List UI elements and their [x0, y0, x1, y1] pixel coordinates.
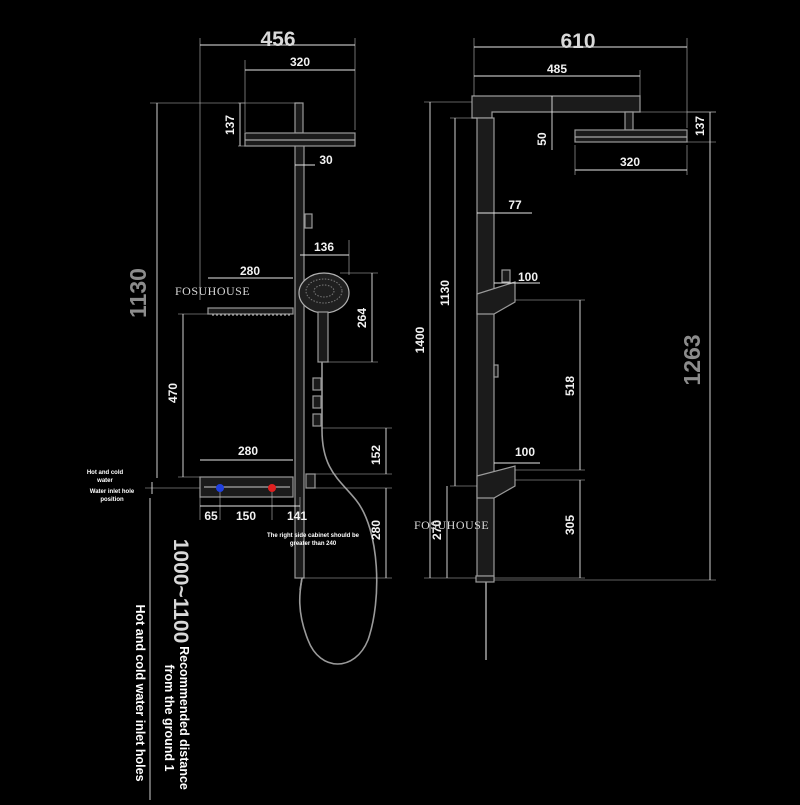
side-column	[476, 117, 495, 577]
side-dimensions: 610 485 137 50 320 77 100 1130 1400	[413, 30, 716, 581]
dim-side-305: 305	[563, 515, 577, 535]
dim-side-485: 485	[547, 62, 567, 76]
dim-front-152: 152	[369, 445, 383, 465]
dim-side-1400: 1400	[413, 326, 427, 353]
dim-front-1130: 1130	[125, 268, 151, 318]
dim-side-77: 77	[508, 198, 522, 212]
front-head-connector	[294, 102, 304, 134]
dim-side-137: 137	[693, 116, 707, 136]
inlet-note: Hot and cold water Water inlet hole posi…	[87, 470, 135, 503]
dim-front-280-bottom: 280	[238, 444, 258, 458]
front-knob-1	[312, 377, 322, 391]
dim-side-50: 50	[535, 132, 549, 146]
inlet-note-line2: water	[96, 478, 113, 484]
cabinet-note-line1: The right side cabinet should be	[267, 533, 360, 539]
front-top-shelf	[207, 307, 294, 315]
cold-valve-dot	[216, 484, 224, 492]
front-diverter-knob	[304, 213, 313, 229]
front-hand-shower-handle	[317, 311, 329, 363]
side-upper-shelf	[476, 281, 516, 315]
dim-side-1263: 1263	[679, 334, 705, 385]
dim-side-270: 270	[430, 520, 444, 540]
dim-side-100-upper: 100	[518, 270, 538, 284]
dim-side-1130: 1130	[438, 280, 452, 306]
recommended-note-line1: Recommended distance	[177, 646, 191, 790]
dim-front-456: 456	[260, 28, 295, 51]
dim-front-470: 470	[166, 383, 180, 403]
front-knob-2	[312, 395, 322, 409]
dim-front-65: 65	[204, 509, 218, 523]
dim-mount-height: 1000~1100	[169, 539, 192, 644]
inlet-note-line1: Hot and cold	[87, 470, 124, 476]
front-holder-clip	[305, 473, 316, 489]
inlet-note-line4: position	[100, 497, 124, 503]
hot-valve-dot	[268, 484, 276, 492]
front-hose	[298, 362, 378, 665]
dim-side-320: 320	[620, 155, 640, 169]
dim-front-141: 141	[287, 509, 307, 523]
front-knob-3	[312, 413, 322, 427]
inlet-holes-caption: Hot and cold water inlet holes	[133, 604, 147, 781]
dim-front-137: 137	[223, 115, 237, 135]
cabinet-note-line2: greater than 240	[290, 541, 337, 547]
side-rain-head	[574, 129, 688, 143]
front-dimensions: 456 320 137 30 1130 136 280 264 470	[125, 28, 392, 800]
side-base	[475, 575, 495, 583]
brand-watermark-right: FOSUHOUSE	[414, 518, 489, 532]
dim-front-280-top: 280	[240, 264, 260, 278]
dim-side-610: 610	[560, 30, 595, 53]
dim-front-136: 136	[314, 240, 334, 254]
side-lower-shelf	[476, 465, 516, 499]
dim-front-280-right: 280	[369, 520, 383, 540]
dim-front-264: 264	[355, 308, 369, 328]
dim-front-30: 30	[319, 153, 333, 167]
front-shower-product	[199, 102, 378, 665]
inlet-note-line3: Water inlet hole	[90, 489, 135, 495]
side-handle	[493, 364, 499, 378]
dim-side-100-lower: 100	[515, 445, 535, 459]
side-shower-product	[471, 95, 688, 660]
recommended-note-line2: from the ground 1	[162, 665, 176, 772]
dim-front-150: 150	[236, 509, 256, 523]
dim-side-518: 518	[563, 376, 577, 396]
dim-front-320: 320	[290, 55, 310, 69]
brand-watermark-left: FOSUHOUSE	[175, 284, 250, 298]
cabinet-note: The right side cabinet should be greater…	[267, 533, 360, 547]
side-arm	[471, 95, 641, 119]
side-head-connector	[624, 111, 634, 131]
